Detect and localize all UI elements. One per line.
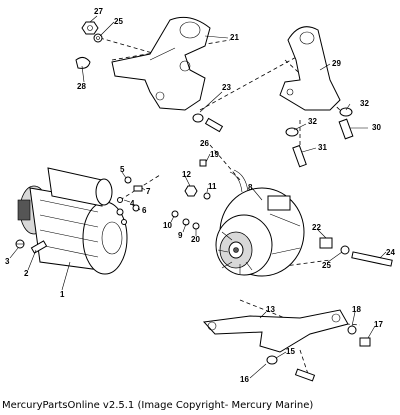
part-12-nut <box>184 185 198 197</box>
part-20-washer <box>192 222 200 230</box>
callout-12: 12 <box>182 170 191 179</box>
part-13-bracket <box>202 309 349 353</box>
callout-22: 22 <box>312 223 321 232</box>
part-16-bolt <box>294 368 316 382</box>
callout-24: 24 <box>386 248 395 257</box>
callout-17: 17 <box>374 320 383 329</box>
callout-29: 29 <box>332 59 341 68</box>
part-7-screw <box>133 185 143 192</box>
callout-8: 8 <box>248 183 253 192</box>
part-18-washer <box>347 325 357 335</box>
part-29-bracket <box>279 26 341 111</box>
callout-3: 3 <box>5 257 10 266</box>
part-21-bracket <box>111 16 211 111</box>
callout-27: 27 <box>94 7 103 16</box>
part-28-clip <box>75 56 91 69</box>
callout-10: 10 <box>163 221 172 230</box>
callout-2: 2 <box>24 269 29 278</box>
part-23-washer <box>192 113 204 123</box>
part-6-nut <box>132 204 140 212</box>
part-9-washer <box>182 218 190 226</box>
image-caption: MercuryPartsOnline v2.5.1 (Image Copyrig… <box>2 400 314 411</box>
callout-labels: 27 25 21 28 29 23 32 32 30 26 31 19 12 1… <box>5 7 395 384</box>
callout-6: 6 <box>142 206 147 215</box>
callout-18: 18 <box>352 305 361 314</box>
part-11-nut <box>203 192 211 200</box>
part-22-spacer <box>319 237 333 249</box>
part-30-bolt <box>338 118 354 140</box>
callout-19: 19 <box>210 150 219 159</box>
callout-leaders <box>9 15 387 379</box>
part-26-bolt <box>204 117 224 133</box>
callout-26: 26 <box>200 139 209 148</box>
callout-28: 28 <box>77 82 86 91</box>
part-32-washer-a <box>285 127 299 137</box>
callout-13: 13 <box>266 305 275 314</box>
callout-15: 15 <box>286 347 295 356</box>
part-31-bolt <box>292 144 307 168</box>
callout-31: 31 <box>318 143 327 152</box>
part-15-washer <box>266 355 278 365</box>
callout-30: 30 <box>372 123 381 132</box>
part-10-washer <box>171 210 179 218</box>
part-27-nut <box>81 21 99 35</box>
callout-11: 11 <box>208 182 217 191</box>
callout-21: 21 <box>230 33 239 42</box>
callout-25-mid: 25 <box>322 261 331 270</box>
callout-32-left: 32 <box>308 117 317 126</box>
part-8-alternator <box>215 187 305 277</box>
part-1-starter-motor <box>17 167 128 275</box>
callout-25-top: 25 <box>114 17 123 26</box>
callout-20: 20 <box>191 235 200 244</box>
callout-4: 4 <box>130 199 135 208</box>
callout-32-right: 32 <box>360 99 369 108</box>
part-3-screw <box>15 239 25 249</box>
part-25-washer-lower <box>340 245 350 255</box>
part-24-long-bolt <box>351 251 393 267</box>
callout-9: 9 <box>178 231 183 240</box>
callout-16: 16 <box>240 375 249 384</box>
callout-23: 23 <box>222 83 231 92</box>
part-5-nut <box>124 176 132 184</box>
callout-5: 5 <box>120 165 125 174</box>
part-14-screw <box>199 159 207 167</box>
part-19-wire <box>229 169 249 193</box>
part-17-bolt <box>359 337 371 347</box>
part-2-bolt <box>30 240 48 254</box>
callout-1: 1 <box>60 290 65 299</box>
callout-7: 7 <box>146 187 151 196</box>
part-4-washer <box>117 197 123 203</box>
part-32-washer-b <box>339 107 353 117</box>
